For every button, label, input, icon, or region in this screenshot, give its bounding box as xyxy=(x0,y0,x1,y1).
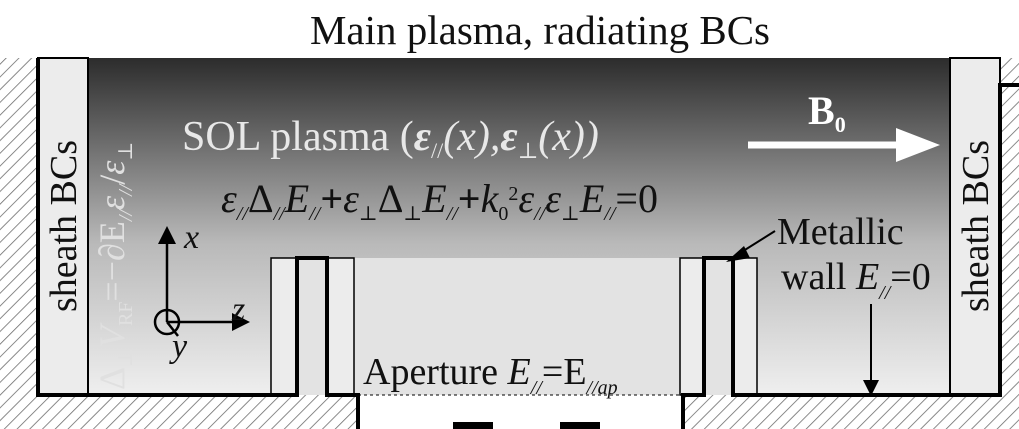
bottom-wall-hatch-left xyxy=(0,395,358,429)
sol-plasma-label: SOL plasma (ε//(x),ε⊥(x)) xyxy=(182,114,599,163)
metallic-pointer-head xyxy=(726,246,750,262)
axis-label-x: x xyxy=(183,219,199,256)
axis-label-z: z xyxy=(231,291,245,328)
diagram-title: Main plasma, radiating BCs xyxy=(310,7,770,53)
left-wall-hatch xyxy=(0,58,38,429)
left-limiter-b xyxy=(326,257,355,396)
right-sheath-bcs-label: sheath BCs xyxy=(955,140,997,312)
aperture-label: Aperture E//=E//ap xyxy=(363,351,618,399)
coordinate-axes xyxy=(153,226,250,337)
metallic-pointer-line xyxy=(739,230,776,254)
strap-right xyxy=(560,422,600,429)
b0-arrow-head xyxy=(896,128,940,162)
strap-left xyxy=(453,422,493,429)
metallic-label-line1: Metallic xyxy=(777,211,904,253)
left-sheath-bcs-label: sheath BCs xyxy=(43,140,85,312)
right-limiter-a xyxy=(679,257,705,396)
metallic-label-line2: wall E//=0 xyxy=(781,256,931,304)
right-limiter-b xyxy=(732,257,758,396)
metallic-wall-outline xyxy=(36,58,360,429)
rf-sheath-condition: Δ⊥VRF=−∂E//ε///ε⊥ xyxy=(92,142,137,390)
metallic-down-head xyxy=(863,380,879,396)
b0-label: B0 xyxy=(808,88,846,137)
wave-equation: ε//Δ//E//+ε⊥Δ⊥E//+k02ε//ε⊥E//=0 xyxy=(221,176,658,225)
axis-label-y: y xyxy=(169,328,188,365)
right-wall-hatch xyxy=(1000,58,1019,429)
left-limiter-a xyxy=(270,257,298,396)
bottom-wall-hatch-right xyxy=(683,395,1019,429)
